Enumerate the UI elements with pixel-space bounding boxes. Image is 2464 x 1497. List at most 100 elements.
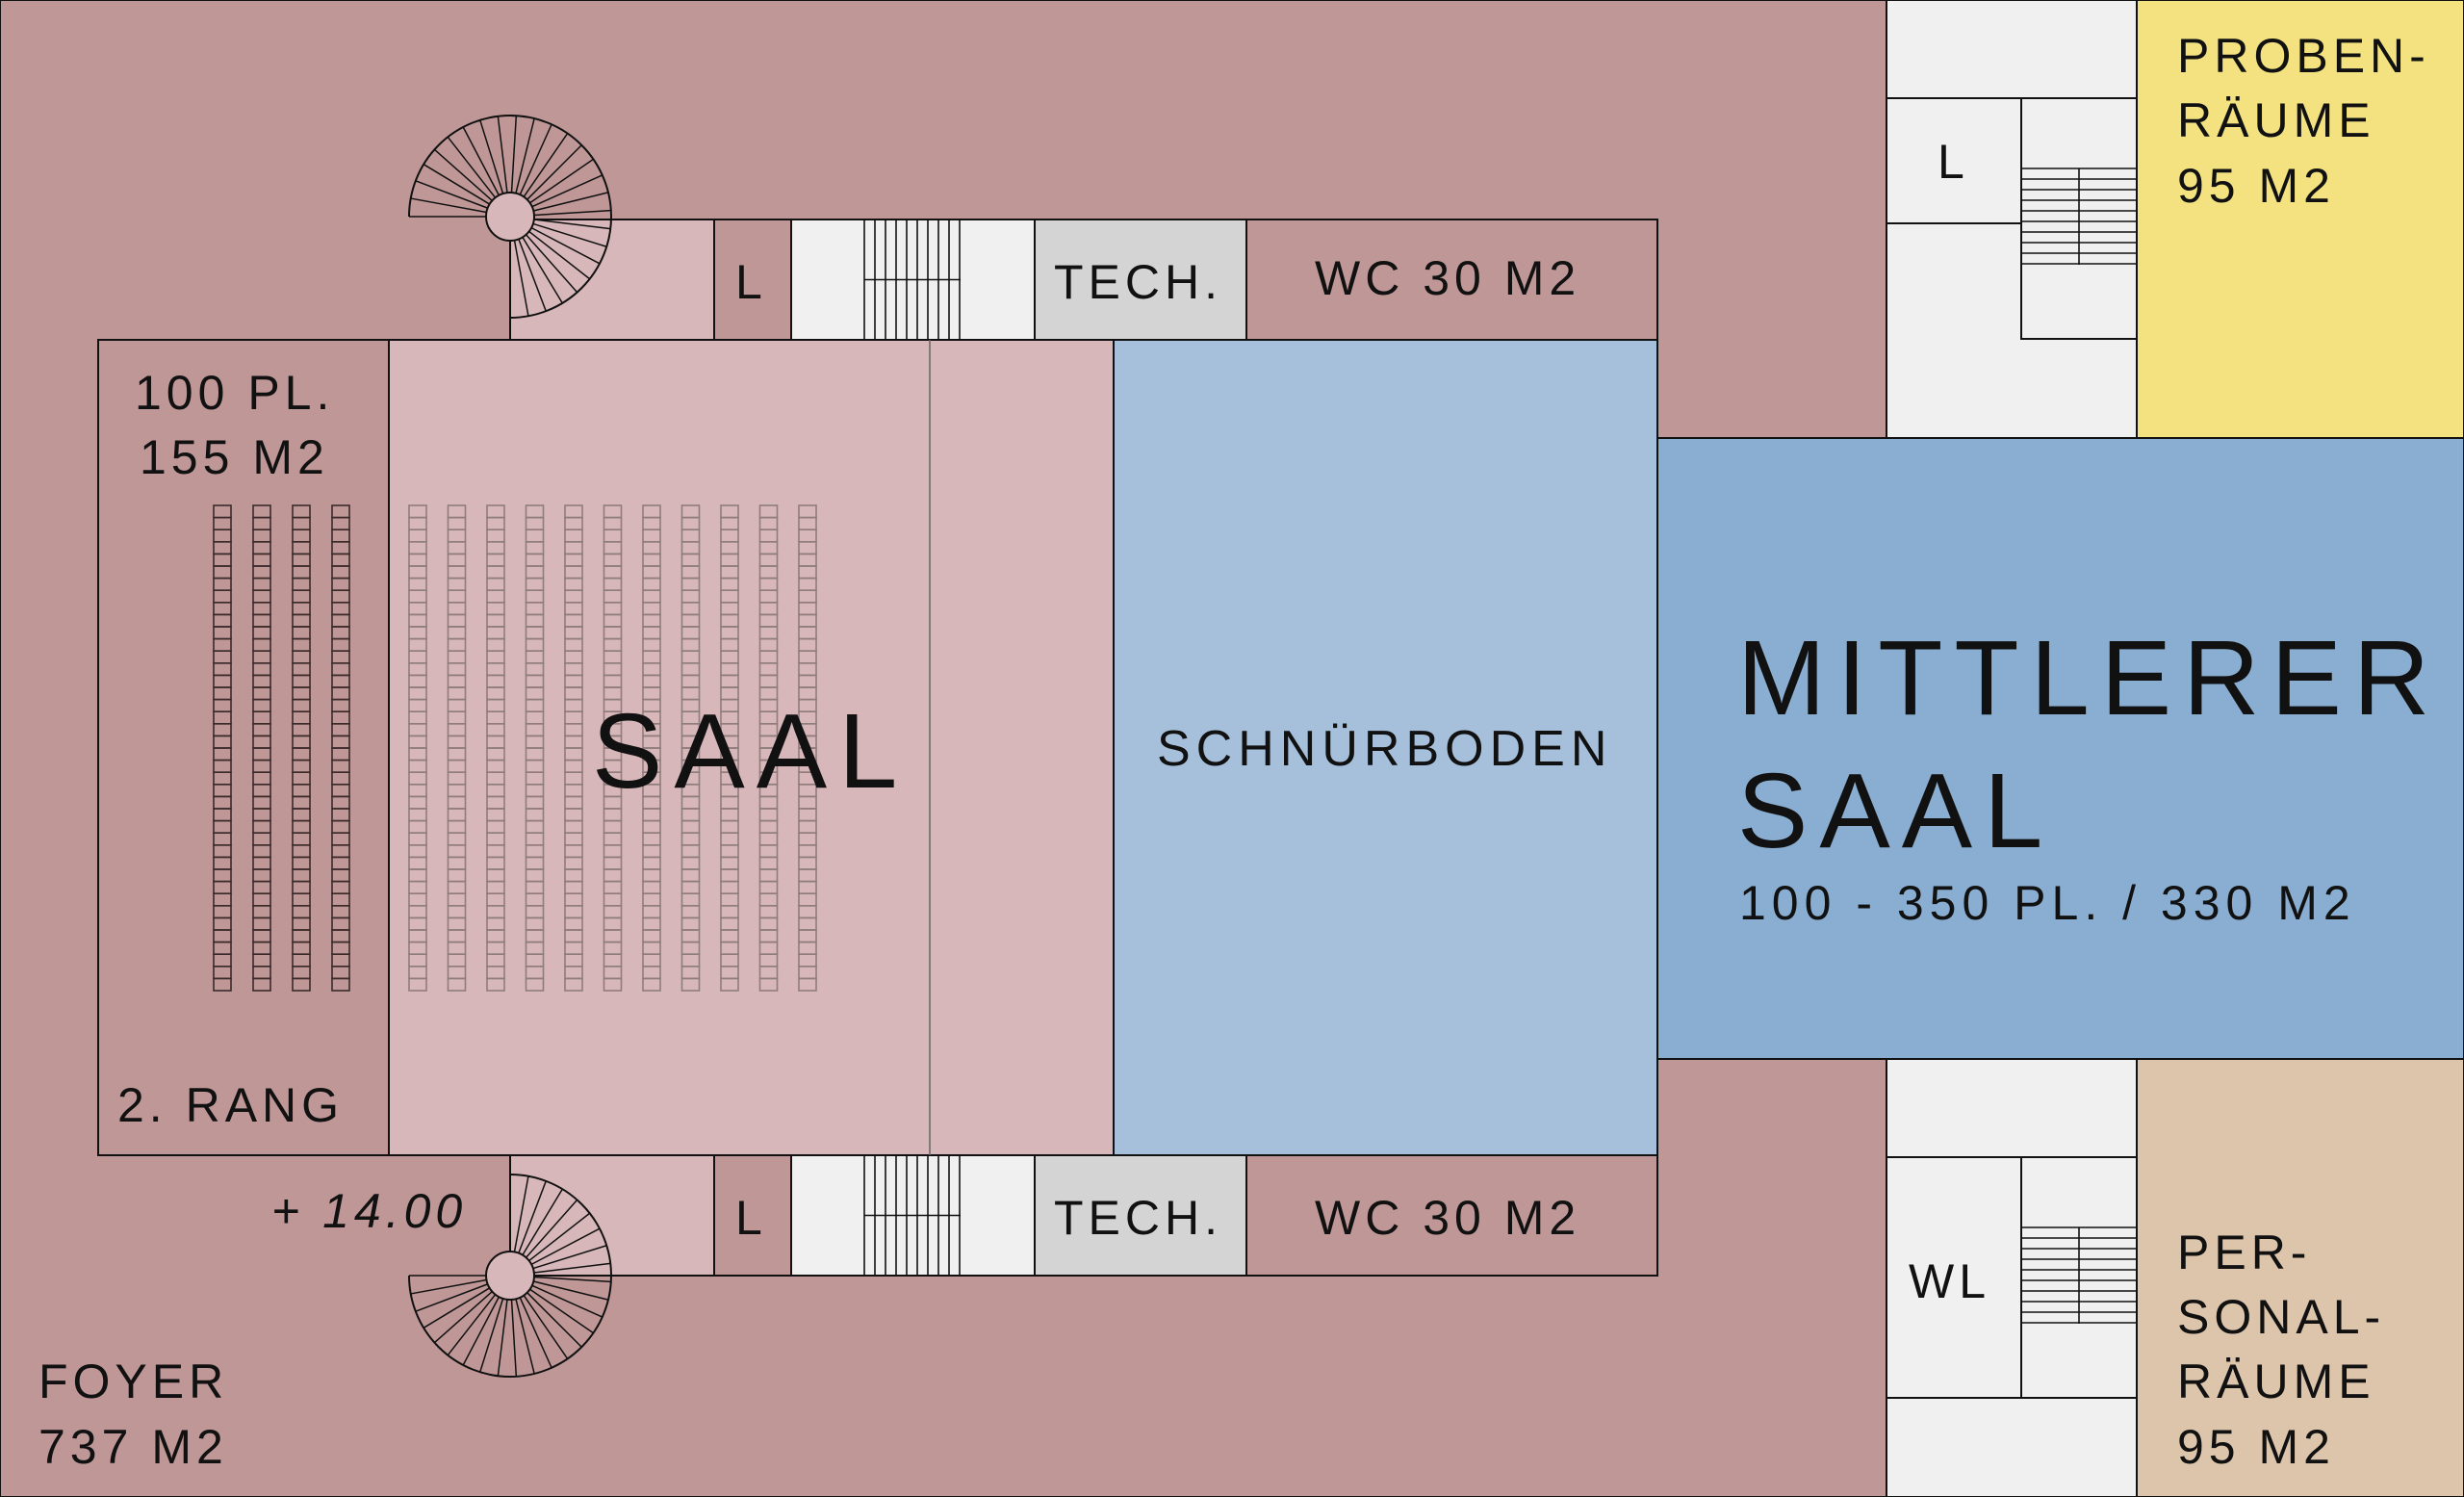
mittlerer-saal-capacity: 100 - 350 PL. / 330 M2 [1739,876,2356,930]
spiral-tread [528,1212,591,1262]
spiral-tread [497,116,508,194]
personal-label-line1: PER- [2177,1226,2311,1279]
spiral-tread [532,1245,607,1270]
spiral-tread [531,1284,603,1318]
foyer-name: FOYER [38,1355,228,1408]
spiral-tread [415,180,488,209]
spiral-tread [479,119,504,194]
rang-name: 2. RANG [117,1078,344,1132]
tech-label-top: TECH. [1054,255,1222,309]
spiral-tread [530,1227,601,1266]
seat [603,977,623,992]
spiral-tread [533,1280,609,1301]
spiral-tread [510,1299,518,1377]
saal-label: SAAL [592,692,909,811]
spiral-tread [526,1292,582,1348]
spiral-tread [532,222,607,247]
spiral-tread [513,240,529,317]
stair-landing-top [509,219,715,341]
spiral-core [485,192,535,242]
spiral-tread [433,148,493,201]
stair-right-bottom [2021,1226,2137,1324]
level-label: + 14.00 [271,1184,467,1238]
saal-seating [408,504,817,992]
spiral-tread [523,133,569,197]
spiral-tread [533,192,609,212]
spiral-tread [462,126,500,196]
spiral-tread [528,230,591,280]
personal-label-line4: 95 M2 [2177,1420,2335,1474]
seat [292,977,311,992]
lift-bottom [713,1154,792,1277]
rang-area-size: 155 M2 [140,430,329,484]
seat [252,977,271,992]
stair-landing-bottom [509,1154,715,1277]
spiral-tread [533,209,611,217]
seat [680,977,701,992]
tech-room-top [1034,219,1247,341]
lift-label-bottom: L [735,1191,767,1245]
spiral-tread [497,1299,508,1377]
seat [213,977,232,992]
wc-room-top [1245,219,1658,341]
spiral-tread [519,123,552,195]
spiral-tread [515,117,535,194]
personal-label-line2: SONAL- [2177,1290,2385,1344]
wc-room-bottom [1245,1154,1658,1277]
spiral-tread [462,1296,500,1366]
spiral-tread [523,1295,569,1359]
seat [447,977,467,992]
spiral-tread [522,1188,563,1255]
schnuerboden-area [1113,339,1658,1156]
mittlerer-saal-room [1656,437,2464,1060]
proben-label-line3: 95 M2 [2177,159,2335,213]
mittlerer-saal-label-line1: MITTLERER [1737,619,2441,737]
spiral-tread [533,1276,611,1283]
spiral-tread [510,116,518,194]
spiral-tread [526,144,582,200]
stair-strip-bottom [863,1155,961,1276]
saal-room [388,339,1115,1156]
spiral-tread [518,1180,547,1253]
spiral-tread [410,197,487,214]
lift-label-right: L [1938,135,1969,189]
spiral-tread [515,1299,535,1375]
lift-room-top [1886,97,2022,224]
stair-right-top [2021,168,2137,265]
rang-seating [213,504,350,992]
spiral-stair-top [408,115,612,319]
spiral-tread [526,1199,578,1258]
seat [798,977,817,992]
spiral-tread [410,1278,487,1295]
spiral-tread [447,136,497,198]
wc-label-bottom: WC 30 M2 [1315,1191,1580,1245]
wl-room [1886,1156,2022,1399]
seat [720,977,739,992]
spiral-tread [433,1291,493,1344]
spiral-tread [519,1297,552,1369]
spiral-tread [447,1294,497,1356]
spiral-tread [529,1288,594,1334]
seat [331,977,350,992]
seat [642,977,661,992]
spiral-tread [531,174,603,208]
stair-strip-top [863,219,961,340]
tech-label-bottom: TECH. [1054,1191,1222,1245]
spiral-tread [530,226,601,265]
spiral-tread [423,1287,490,1329]
mittlerer-saal-label-line2: SAAL [1737,752,2054,870]
seat [564,977,583,992]
foyer-area-size: 737 M2 [38,1420,228,1474]
spiral-tread [526,234,578,294]
lift-top [713,219,792,341]
spiral-tread [533,219,611,230]
spiral-stair-bottom [408,1174,612,1378]
probenraeume-room [2136,0,2464,439]
spiral-tread [518,239,547,312]
wl-label: WL [1909,1254,1990,1308]
proben-label-line2: RÄUME [2177,93,2375,147]
spiral-tread [522,237,563,304]
seat [758,977,779,992]
lift-label-top: L [735,255,767,309]
seat [408,977,427,992]
